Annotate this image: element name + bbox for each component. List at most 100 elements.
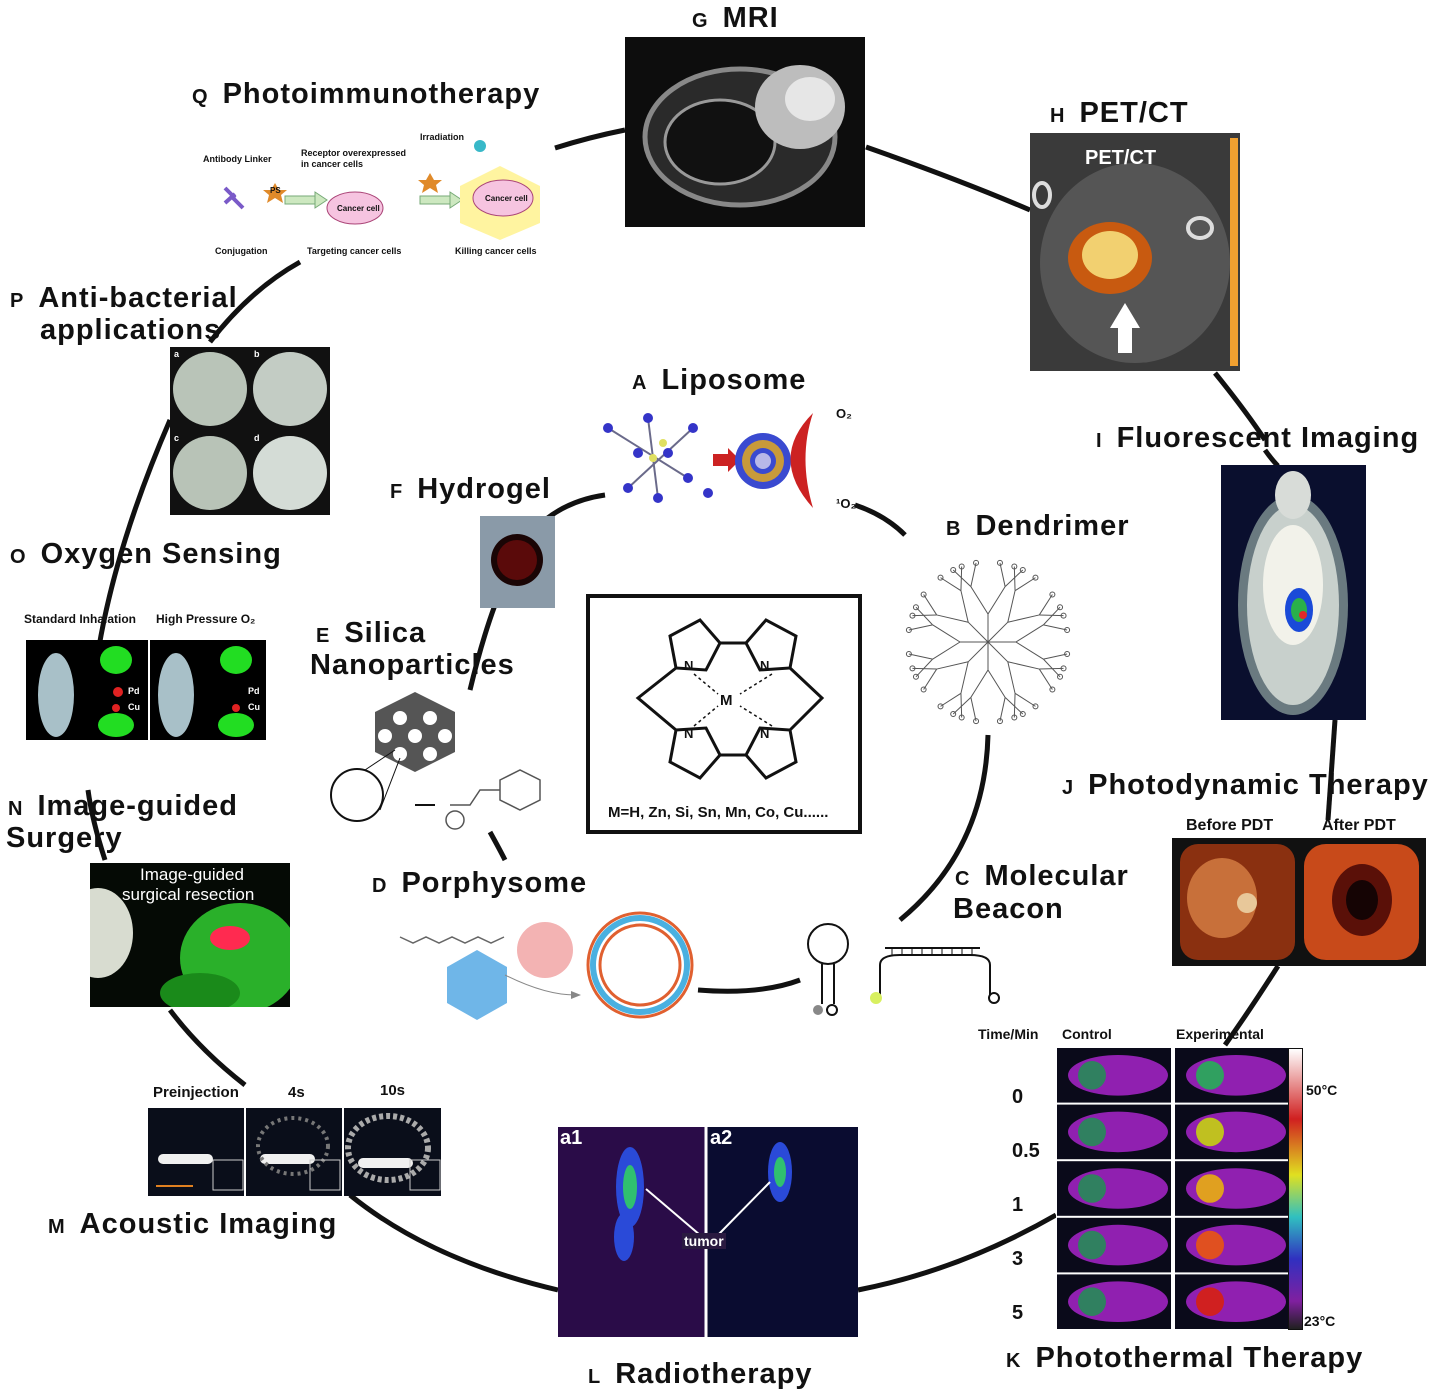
ptt-time-4: 5 [1012, 1302, 1024, 1324]
acoustic-preinjection: Preinjection [153, 1084, 239, 1101]
pit-ps: PS [270, 186, 281, 195]
radio-a1-label: a1 [560, 1127, 583, 1149]
label-p-line2: applications [40, 314, 222, 346]
pit-cancer-cell-2: Cancer cell [485, 194, 528, 203]
radio-tumor-label: tumor [682, 1233, 726, 1249]
ptt-time-column: 0 0.5 1 3 5 [1000, 1086, 1040, 1336]
pdt-endoscopy-image [1172, 838, 1426, 966]
petct-inset-label: PET/CT [1085, 147, 1157, 169]
porphysome-diagram [399, 911, 694, 1020]
surgery-caption-line2: surgical resection [122, 885, 255, 904]
pit-antibody-linker: Antibody Linker [203, 154, 272, 164]
plate-d-label: d [254, 433, 260, 443]
pdt-before-caption: Before PDT [1186, 817, 1274, 834]
pit-receptor: Receptor overexpressed [301, 148, 407, 158]
ptt-time-0: 0 [1012, 1086, 1024, 1108]
ptt-tumor-spot [1196, 1230, 1224, 1260]
petri-plates-image: a b c d [170, 347, 330, 515]
label-e-line2: Nanoparticles [310, 649, 515, 681]
pit-targeting: Targeting cancer cells [307, 246, 402, 256]
porphyrin-caption: M=H, Zn, Si, Sn, Mn, Co, Cu...... [608, 804, 829, 821]
ptt-time-1: 0.5 [1012, 1140, 1040, 1162]
liposome-diagram: O₂ hυ ¹O₂ [598, 398, 868, 513]
acoustic-4s: 4s [288, 1084, 305, 1101]
oxygen-pd-1: Pd [128, 686, 140, 696]
photosensitizer-molecule [445, 769, 541, 830]
arc-h-i [1213, 371, 1268, 442]
ptt-min-temp: 23°C [1304, 1313, 1336, 1329]
ptt-color-scale [1288, 1048, 1303, 1330]
acoustic-10s: 10s [380, 1082, 406, 1099]
fluorescent-image [1221, 465, 1366, 720]
surgery-image: Image-guided surgical resection [90, 863, 290, 1007]
pit-cancer-cell-1: Cancer cell [337, 204, 380, 213]
acoustic-image [148, 1108, 441, 1196]
porphyrin-n1: N [684, 658, 694, 673]
oxygen-sensing-image: Pd Cu Pd Cu [26, 640, 266, 740]
arc-m-n [168, 1008, 247, 1087]
ptt-tumor-spot [1078, 1174, 1106, 1203]
oxygen-cu-2: Cu [248, 702, 260, 712]
arc-f-e [467, 604, 498, 691]
ptt-tumor-spot [1196, 1174, 1224, 1203]
arc-e-d [487, 830, 508, 862]
arc-q-g [554, 127, 626, 151]
ptt-experimental-header: Experimental [1176, 1026, 1264, 1042]
liposome-o2: O₂ [836, 406, 852, 421]
porphyrin-structure-box: N N N N M M=H, Zn, Si, Sn, Mn, Co, Cu...… [586, 594, 862, 834]
oxygen-pd-2: Pd [248, 686, 260, 696]
ptt-tumor-spot [1078, 1287, 1106, 1316]
plate-c-label: c [174, 433, 180, 443]
ptt-tumor-spot [1078, 1061, 1106, 1090]
pit-killing: Killing cancer cells [455, 246, 537, 256]
arc-b-c [898, 734, 991, 922]
ptt-time-3: 3 [1012, 1248, 1024, 1270]
arc-l-m [348, 1193, 559, 1293]
porphyrin-n4: N [760, 726, 770, 741]
label-c-line2: Beacon [953, 893, 1064, 925]
ptt-max-temp: 50°C [1306, 1082, 1338, 1098]
pit-receptor-line2: in cancer cells [301, 159, 364, 169]
radiotherapy-image: a1 a2 tumor [558, 1127, 858, 1337]
ptt-time-2: 1 [1012, 1194, 1024, 1216]
arc-d-c [697, 977, 801, 994]
plate-b-label: b [254, 349, 260, 359]
porphyrin-metal: M [720, 692, 733, 709]
hydrogel-image [480, 516, 555, 608]
ptt-tumor-spot [1078, 1117, 1106, 1147]
liposome-hv: hυ [823, 446, 838, 461]
arc-j-k [1222, 964, 1281, 1047]
oxygen-left-caption: Standard Inhalation [24, 612, 137, 626]
arc-g-h [865, 144, 1031, 213]
ptt-thermal-grid [1056, 1047, 1296, 1330]
arc-k-l [857, 1212, 1058, 1293]
ptt-tumor-spot [1196, 1061, 1224, 1090]
porphyrin-n2: N [760, 658, 770, 673]
oxygen-cu-1: Cu [128, 702, 140, 712]
ptt-control-header: Control [1062, 1026, 1112, 1042]
plate-a-label: a [174, 349, 180, 359]
arc-i-j [1325, 719, 1338, 821]
pdt-after-caption: After PDT [1322, 817, 1396, 834]
label-n-line2: Surgery [6, 822, 123, 854]
arc-n-o [85, 789, 108, 861]
petct-image: PET/CT [1030, 133, 1240, 371]
silica-nanoparticle-diagram [330, 692, 455, 822]
